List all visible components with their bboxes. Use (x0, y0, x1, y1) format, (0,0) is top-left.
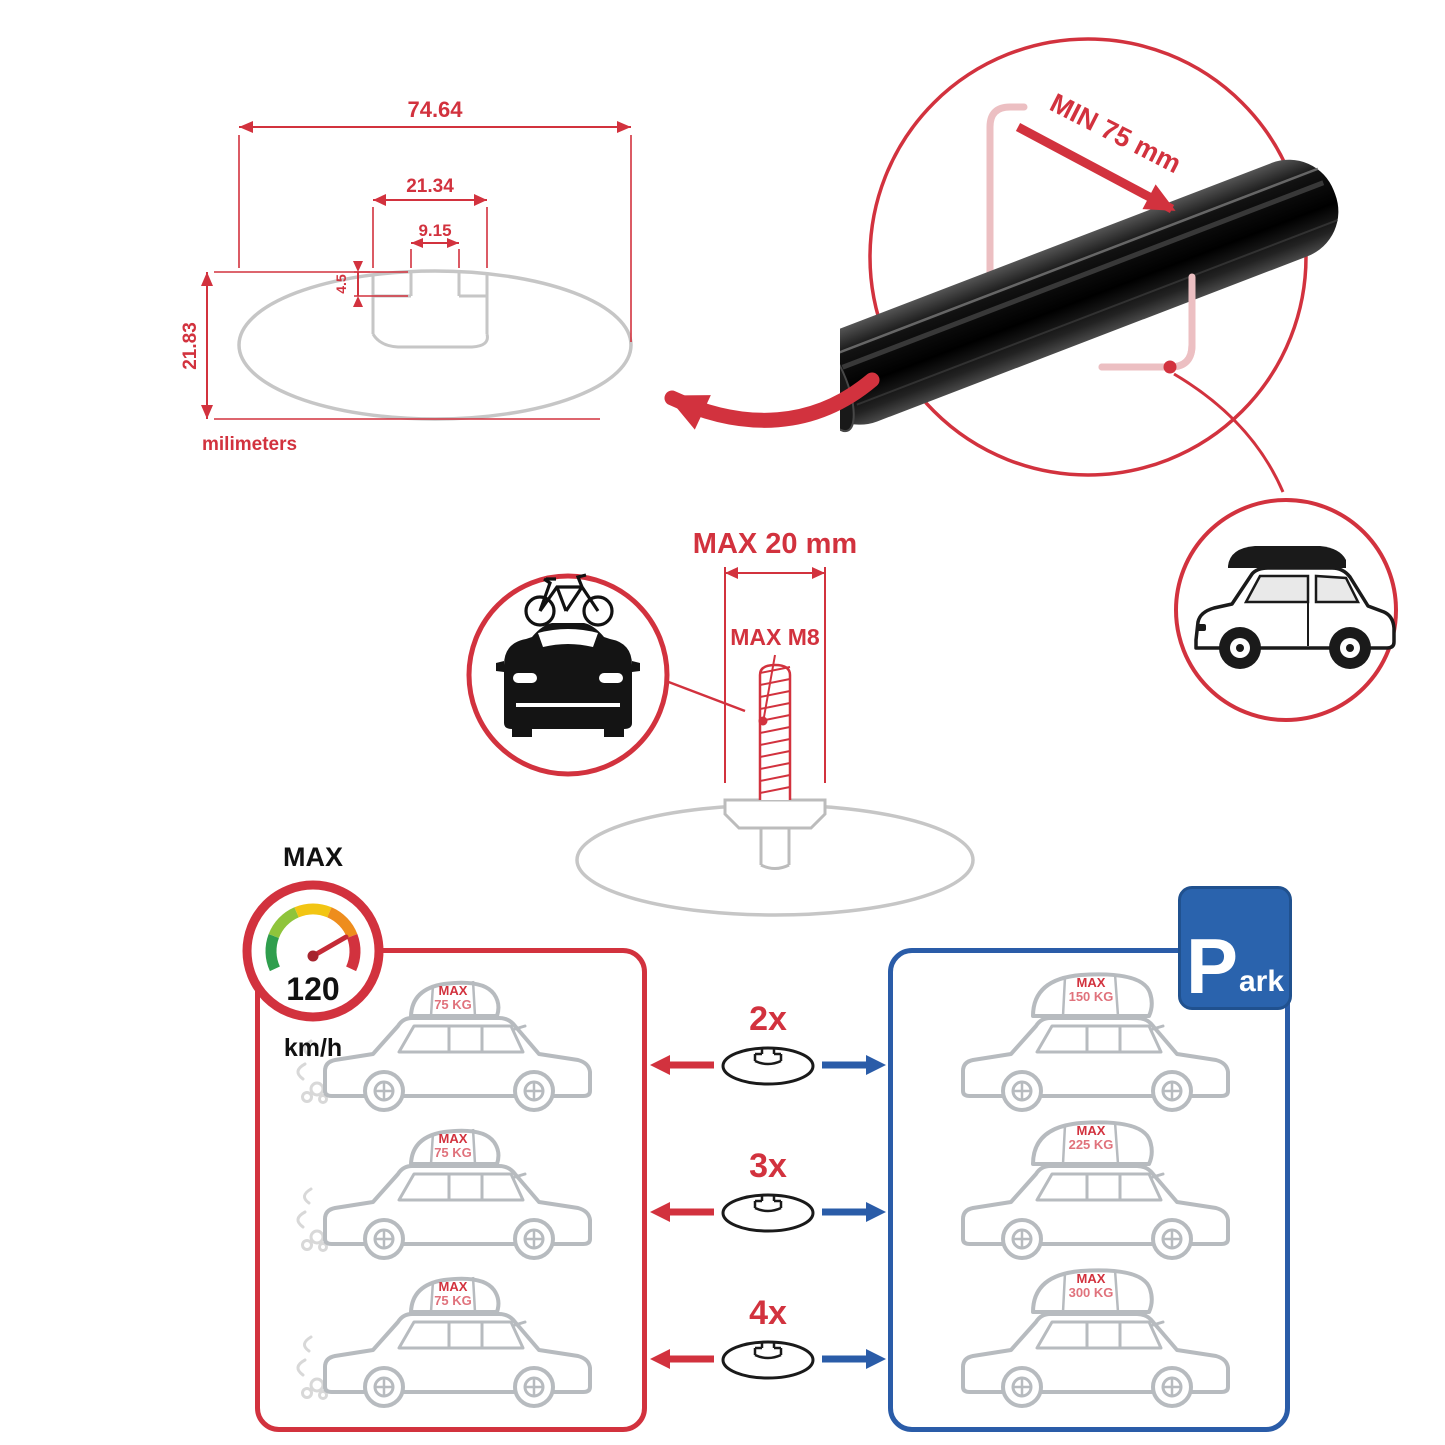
dim-total-width: 74.64 (407, 97, 463, 122)
roof-load-weight: 75 KG (434, 997, 472, 1013)
max-thread-label: MAX M8 (730, 624, 820, 650)
dim-channel-width: 21.34 (406, 176, 454, 197)
roof-load-label: MAX 75 KG (398, 1279, 508, 1309)
arrow-left-red-icon (650, 1055, 714, 1075)
bar-count-row: 2x (648, 988, 888, 1135)
clamp-detail-circle: MIN 75 mm (840, 37, 1339, 477)
arrow-right-blue-icon (822, 1055, 886, 1075)
driving-capacity-panel: MAX 75 KG MAX 75 KG MAX 75 KG (255, 948, 647, 1432)
slot-channel (759, 828, 791, 870)
crossbar-profile-icon (721, 1046, 815, 1086)
bike-car-circle (466, 573, 746, 777)
unit-label: milimeters (202, 434, 297, 455)
bar-count-column: 2x 3x (648, 988, 888, 1429)
roof-load-label: MAX 75 KG (398, 983, 508, 1013)
roof-load-max: MAX (1076, 1271, 1106, 1286)
roof-load-max: MAX (1076, 975, 1106, 990)
car-row: MAX 150 KG (919, 969, 1259, 1117)
parking-sign-suffix: ark (1238, 965, 1285, 998)
max-width-label: MAX 20 mm (693, 528, 857, 560)
arrow-left-red-icon (650, 1349, 714, 1369)
roof-load-weight: 75 KG (434, 1145, 472, 1161)
crossbar-profile-outline (237, 269, 633, 421)
speed-title: MAX (283, 842, 343, 872)
parking-sign-letter: P (1185, 921, 1238, 1010)
roof-load-max: MAX (438, 983, 468, 998)
arrow-left-red-icon (650, 1202, 714, 1222)
roof-load-weight: 75 KG (434, 1293, 472, 1309)
bicycle-icon (524, 573, 614, 627)
bolt-fitting-diagram: MAX 20 mm MAX M8 (466, 528, 975, 917)
arrow-right-blue-icon (822, 1349, 886, 1369)
roof-load-max: MAX (438, 1279, 468, 1294)
bar-count-row: 3x (648, 1135, 888, 1282)
roof-load-label: MAX 150 KG (1036, 975, 1146, 1005)
crossbar-profile-icon (721, 1193, 815, 1233)
car-row: MAX 225 KG (919, 1117, 1259, 1265)
parking-sign: P ark (1178, 886, 1292, 1010)
roof-load-weight: 150 KG (1068, 989, 1114, 1005)
speedometer: 120 (242, 880, 384, 1022)
bar-count-label: 2x (749, 1000, 787, 1038)
roof-load-weight: 225 KG (1068, 1137, 1114, 1153)
roof-load-max: MAX (438, 1131, 468, 1146)
t-slot-nut (723, 798, 827, 830)
car-row: MAX 75 KG (281, 1117, 621, 1265)
roof-load-label: MAX 300 KG (1036, 1271, 1146, 1301)
bar-count-label: 4x (749, 1294, 787, 1332)
bar-count-row: 4x (648, 1282, 888, 1429)
roof-box-icon (1228, 546, 1346, 568)
car-front-silhouette (496, 623, 640, 737)
min-clearance-arrow (1015, 123, 1176, 213)
speed-unit: km/h (283, 1034, 343, 1062)
car-row: MAX 300 KG (919, 1265, 1259, 1413)
suv-roofbox-circle (1174, 498, 1398, 722)
clamp-bolt-dot (1163, 360, 1177, 374)
roof-load-label: MAX 75 KG (398, 1131, 508, 1161)
crossbar-profile-icon (721, 1340, 815, 1380)
roof-load-weight: 300 KG (1068, 1285, 1114, 1301)
car-row: MAX 75 KG (281, 969, 621, 1117)
cross-section-diagram: 74.64 21.34 9.15 4.5 21.83 milimeters (180, 97, 633, 455)
dim-slot-depth: 4.5 (333, 274, 349, 294)
parked-capacity-panel: MAX 150 KG MAX 225 KG MAX 300 KG (888, 948, 1290, 1432)
bike-circle-leader-line (665, 679, 746, 713)
crossbar-3d (840, 159, 1339, 433)
suv-illustration (1194, 546, 1396, 669)
car-row: MAX 75 KG (281, 1265, 621, 1413)
needle-pivot (307, 950, 319, 962)
bar-count-label: 3x (749, 1147, 787, 1185)
dimension-lines (201, 121, 632, 420)
roof-load-max: MAX (1076, 1123, 1106, 1138)
bolt-dimensions (724, 567, 826, 783)
dim-profile-height: 21.83 (180, 322, 201, 370)
speed-limit-gauge: MAX 120 km/h (235, 842, 391, 1063)
roof-load-label: MAX 225 KG (1036, 1123, 1146, 1153)
speedometer-needle (310, 934, 349, 959)
arrow-right-blue-icon (822, 1202, 886, 1222)
speed-value: 120 (286, 971, 339, 1007)
dim-slot-width: 9.15 (418, 221, 451, 240)
gauge-arcs (265, 903, 361, 972)
